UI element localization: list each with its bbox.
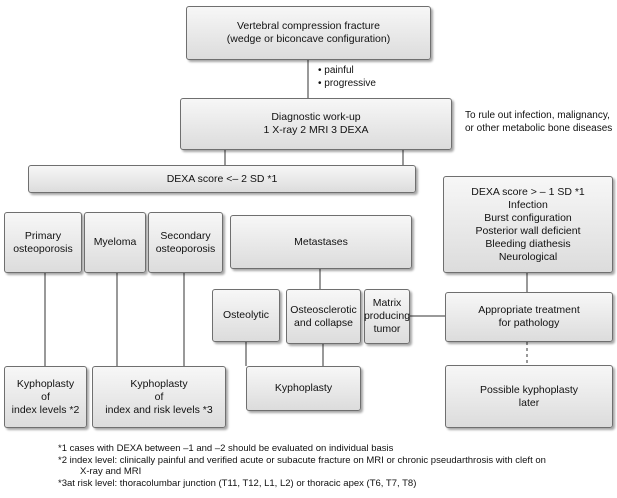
box-text-line: Neurological	[498, 250, 558, 263]
box-text-line: Burst configuration	[484, 211, 572, 224]
footnotes: *1 cases with DEXA between –1 and –2 sho…	[58, 443, 546, 489]
box-text-line: Appropriate treatment	[478, 304, 580, 316]
box-text-line: of	[41, 390, 50, 403]
box-text-line: index levels *2	[11, 403, 80, 416]
box-text-line: Osteolytic	[222, 309, 270, 321]
box-text-line: Vertebral compression fracture	[237, 20, 380, 32]
symptom-bullets: • painful • progressive	[318, 65, 376, 90]
box-text-line: Kyphoplasty	[130, 377, 188, 390]
kyphoplasty-box: Kyphoplasty	[246, 366, 361, 411]
footnote-3: *3at risk level: thoracolumbar junction …	[58, 477, 417, 489]
painful-bullet: • painful	[318, 65, 354, 76]
progressive-bullet: • progressive	[318, 77, 376, 89]
box-text-line: Bleeding diathesis	[485, 237, 571, 250]
box-text-line: Matrix	[372, 297, 402, 309]
box-text-line: of	[154, 390, 164, 403]
box-text-line: producing	[363, 310, 411, 322]
box-text-line: index and risk levels *3	[105, 403, 213, 416]
box-text-line: (wedge or biconcave configuration)	[226, 33, 391, 45]
rule-out-line-2: or other metabolic bone diseases	[465, 122, 613, 134]
box-text-line: later	[518, 396, 540, 409]
box-text-line: Posterior wall deficient	[475, 224, 581, 237]
box-text-line: Kyphoplasty	[16, 377, 75, 390]
box-text-line: Myeloma	[93, 236, 137, 248]
footnote-1: *1 cases with DEXA between –1 and –2 sho…	[58, 443, 394, 454]
metastases-box: Metastases	[230, 215, 412, 269]
box-text-line: DEXA score <– 2 SD *1	[166, 172, 278, 185]
box-text-line: Kyphoplasty	[274, 382, 333, 394]
box-text-line: osteoporosis	[155, 242, 216, 255]
box-text-line: Secondary	[160, 229, 211, 242]
box-text-line: osteoporosis	[13, 242, 73, 255]
box-text-line: 1 X-ray 2 MRI 3 DEXA	[263, 124, 369, 136]
box-text-line: Primary	[24, 229, 62, 242]
box-text-line: for pathology	[498, 317, 560, 329]
rule-out-line-1: To rule out infection, malignancy,	[465, 110, 610, 121]
footnote-2: *2 index level: clinically painful and v…	[58, 454, 546, 466]
box-text-line: and collapse	[294, 316, 353, 329]
box-text-line: Osteosclerotic	[290, 303, 357, 316]
dexa-low-box: DEXA score <– 2 SD *1	[28, 165, 416, 193]
box-text-line: tumor	[373, 323, 401, 335]
myeloma-box: Myeloma	[84, 212, 146, 273]
box-text-line: Diagnostic work-up	[271, 111, 361, 123]
footnote-2-continued: X-ray and MRI	[80, 466, 142, 477]
box-text-line: Possible kyphoplasty	[479, 383, 579, 396]
osteolytic-box: Osteolytic	[212, 289, 280, 342]
box-text-line: Metastases	[294, 235, 348, 248]
vertebral-compression-fracture-box: Vertebral compression fracture(wedge or …	[186, 6, 431, 60]
box-text-line: Infection	[508, 198, 548, 211]
rule-out-note: To rule out infection, malignancy, or ot…	[465, 110, 612, 135]
box-text-line: DEXA score > – 1 SD *1	[471, 185, 585, 198]
